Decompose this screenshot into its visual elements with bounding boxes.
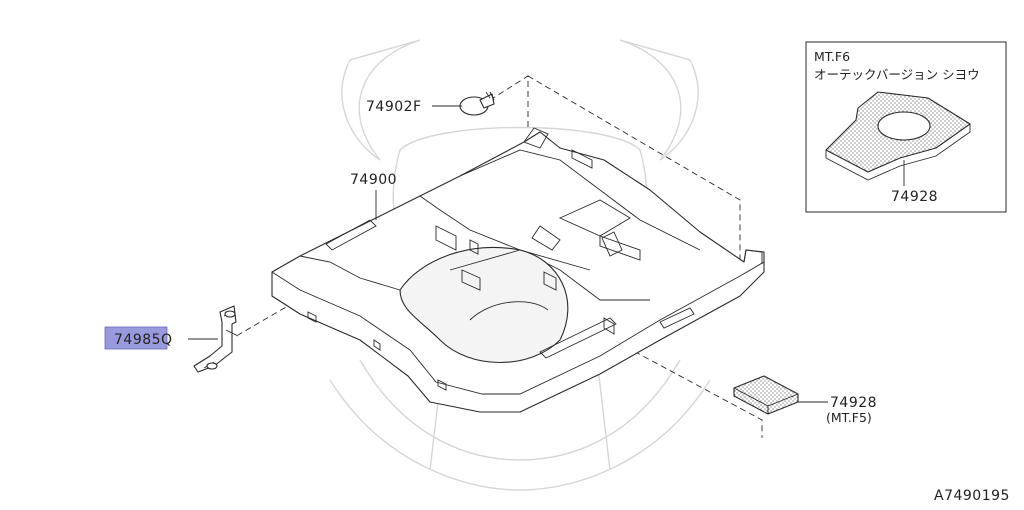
highlight-74985q [104, 326, 168, 350]
inset-pad-74928 [825, 91, 971, 181]
label-74900[interactable]: 74900 [350, 172, 397, 188]
label-74928-variant: (MT.F5) [826, 410, 872, 425]
inset-title-line2: オーテックバージョン シヨウ [814, 67, 980, 82]
pad-74928-mtf5 [733, 375, 799, 415]
floor-carpet-74900 [271, 127, 765, 413]
clip-74902f [459, 91, 495, 116]
figure-code: A7490195 [934, 488, 1010, 504]
label-74928-inset: 74928 [891, 189, 938, 205]
inset-title-line1: MT.F6 [814, 49, 850, 64]
label-74902f[interactable]: 74902F [366, 99, 422, 115]
inset-box-mtf6: MT.F6 オーテックバージョン シヨウ 74928 [805, 41, 1007, 213]
bracket-74985q [193, 305, 239, 373]
label-74985q[interactable]: 74985Q [114, 332, 173, 348]
label-74928-main[interactable]: 74928 [830, 395, 877, 411]
leader-lines [188, 105, 828, 403]
